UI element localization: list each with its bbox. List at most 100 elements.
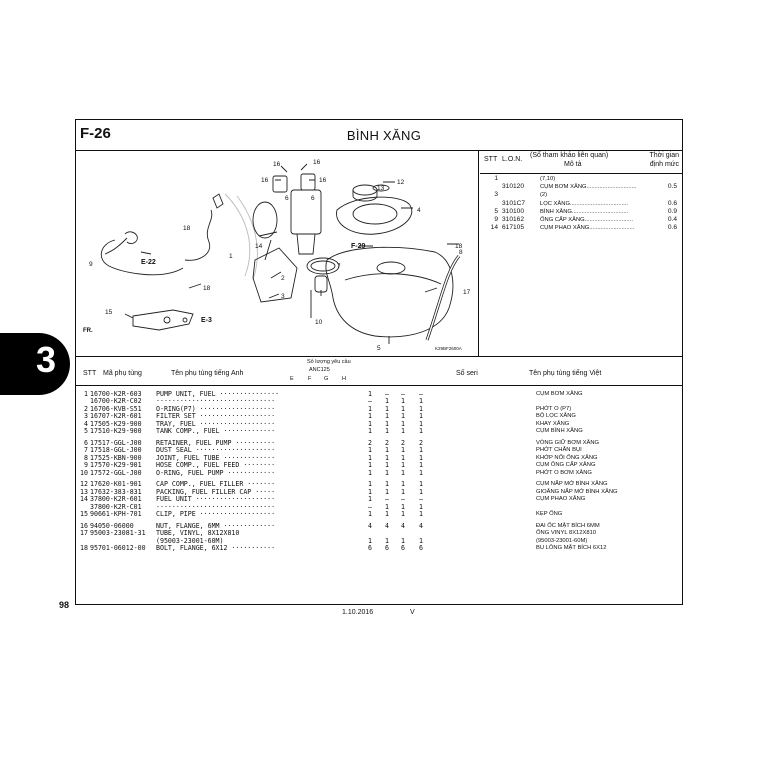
part-qty: 1 (401, 404, 405, 413)
part-name-en: PUMP UNIT, FUEL ··············· (156, 390, 280, 398)
part-qty: 1 (401, 446, 405, 455)
part-name-vn: KHỚP NỐI ỐNG XĂNG (536, 454, 598, 461)
svg-text:13: 13 (377, 185, 385, 192)
part-index: 18 (80, 544, 88, 553)
part-qty: 1 (368, 426, 372, 435)
page-frame (75, 119, 683, 605)
part-number: 17570-K29-901 (90, 461, 142, 470)
part-index: 5 (84, 426, 88, 435)
part-number: 90661-KPH-701 (90, 510, 142, 519)
svg-text:9: 9 (89, 261, 93, 268)
part-qty: 1 (419, 446, 423, 455)
part-qty: – (368, 397, 372, 406)
part-name-en: TANK COMP., FUEL ············· (156, 426, 276, 435)
part-qty: 2 (368, 438, 372, 447)
part-qty: 1 (385, 510, 389, 519)
part-qty: 1 (368, 446, 372, 455)
svg-text:2: 2 (281, 275, 285, 282)
part-name-vn: CỤM NẮP MỞ BÌNH XĂNG (536, 481, 608, 488)
part-name-en: RETAINER, FUEL PUMP ·········· (156, 438, 276, 447)
part-number: 17632-383-831 (90, 487, 142, 496)
part-qty: 2 (401, 438, 405, 447)
figure-divider (75, 356, 683, 357)
part-qty: 1 (419, 468, 423, 477)
part-qty: 1 (368, 453, 372, 462)
part-qty: 1 (368, 390, 372, 398)
svg-text:10: 10 (315, 319, 323, 326)
part-index: 4 (84, 419, 88, 428)
svg-text:5: 5 (377, 345, 381, 352)
part-name-vn: KHAY XĂNG (536, 420, 570, 427)
part-index: 9 (84, 461, 88, 470)
fr-label: FR. (83, 328, 93, 334)
part-name-vn: CỤM ỐNG CẤP XĂNG (536, 462, 596, 469)
part-qty: 1 (419, 397, 423, 406)
part-number: 16706-KVB-S51 (90, 404, 142, 413)
svg-text:16: 16 (319, 177, 327, 184)
part-qty: 1 (401, 510, 405, 519)
ref-e22: E-22 (141, 259, 156, 266)
part-name-vn: CỤM PHAO XĂNG (536, 496, 586, 503)
footer-rev: V (410, 609, 415, 616)
part-name-vn: PHỚT O BƠM XĂNG (536, 469, 592, 476)
part-qty: 1 (385, 404, 389, 413)
part-qty: 1 (385, 412, 389, 421)
part-qty: 1 (401, 468, 405, 477)
part-name-en: HOSE COMP., FUEL FEED ········ (156, 461, 276, 470)
part-qty: – (385, 390, 389, 398)
part-qty: 1 (401, 426, 405, 435)
part-qty: 2 (419, 438, 423, 447)
part-qty: 1 (385, 480, 389, 489)
part-name-vn: KẸP ỐNG (536, 511, 563, 518)
part-name-en: O-RING(P7) ··················· (156, 404, 276, 413)
part-qty: 1 (419, 419, 423, 428)
part-name-vn: CỤM BÌNH XĂNG (536, 427, 583, 434)
part-name-vn: ỐNG VINYL 8X12X810 (536, 530, 597, 537)
part-qty: 1 (385, 397, 389, 406)
part-name-en: NUT, FLANGE, 6MM ············· (156, 522, 276, 531)
part-qty: 1 (401, 480, 405, 489)
part-qty: 6 (368, 544, 372, 553)
svg-text:14: 14 (255, 243, 263, 250)
svg-text:18: 18 (183, 225, 191, 232)
part-qty: 4 (385, 522, 389, 531)
part-number: 17518-GGL-J00 (90, 446, 142, 455)
svg-text:18: 18 (455, 243, 463, 250)
part-qty: 1 (419, 510, 423, 519)
part-name-vn: GIOĂNG NẮP MỞ BÌNH XĂNG (536, 488, 618, 495)
part-qty: 1 (419, 461, 423, 470)
part-qty: 1 (419, 404, 423, 413)
svg-text:6: 6 (285, 195, 289, 202)
wire-harness (184, 209, 213, 261)
part-qty: 1 (368, 468, 372, 477)
part-qty: 1 (368, 487, 372, 496)
part-name-en: CAP COMP., FUEL FILLER ······· (156, 480, 276, 489)
part-qty: 1 (419, 453, 423, 462)
part-number: 37800-K2R-601 (90, 495, 142, 504)
part-name-vn: PHỚT CHẮN BỤI (536, 447, 582, 454)
part-number: 95003-23081-31 (90, 529, 146, 538)
figure-code: K29BF2600A (435, 346, 462, 351)
part-number: 17505-K29-900 (90, 419, 142, 428)
svg-text:16: 16 (261, 177, 269, 184)
part-qty: – (419, 495, 423, 504)
part-name-vn: BỘ LỌC XĂNG (536, 413, 576, 420)
part-qty: 1 (401, 397, 405, 406)
part-index: 10 (80, 468, 88, 477)
part-qty: – (385, 495, 389, 504)
part-qty: 6 (385, 544, 389, 553)
labor-time-table: STT L.O.N. (Số tham khảo liên quan) Mô t… (480, 152, 683, 232)
part-qty: 1 (385, 453, 389, 462)
labor-time-row: 3(2) (494, 191, 548, 199)
